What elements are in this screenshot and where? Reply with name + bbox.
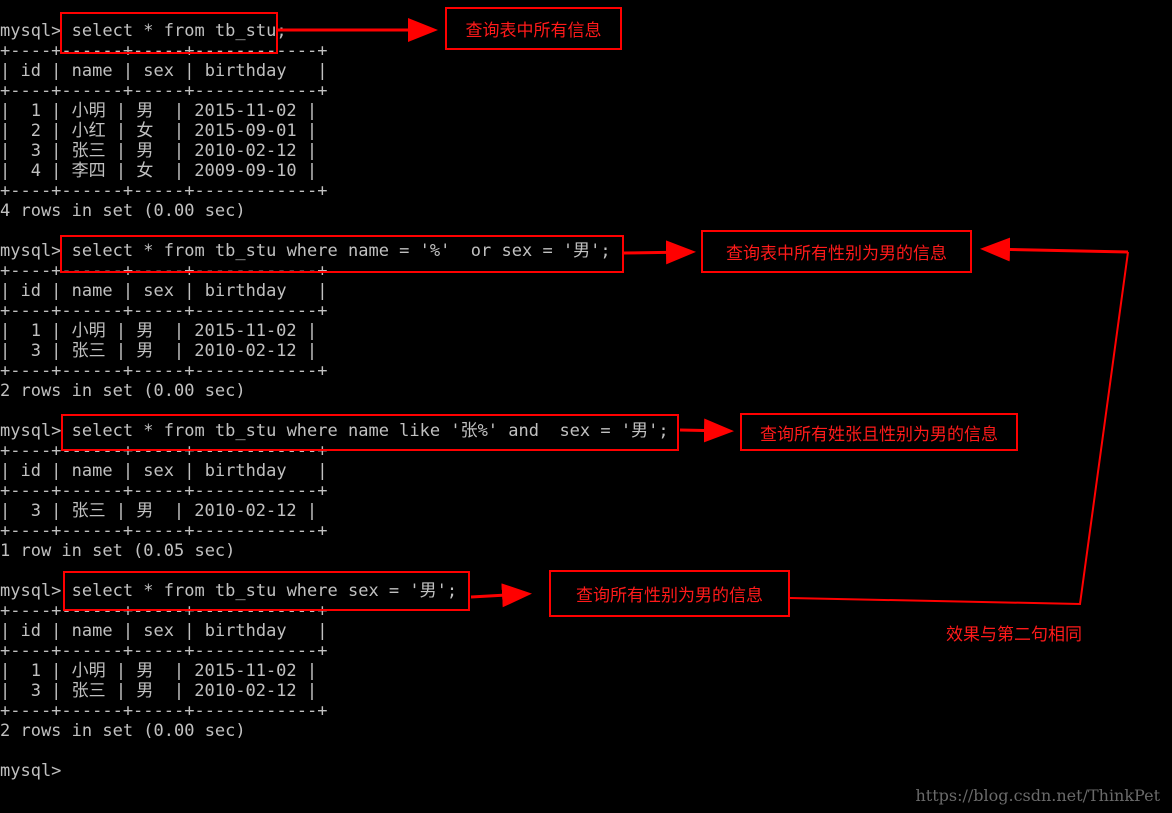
terminal-line: | id | name | sex | birthday | <box>0 61 328 81</box>
query-highlight-box <box>60 12 278 54</box>
terminal-line: 2 rows in set (0.00 sec) <box>0 721 246 741</box>
terminal-line: | 4 | 李四 | 女 | 2009-09-10 | <box>0 161 318 181</box>
terminal-line: | id | name | sex | birthday | <box>0 461 328 481</box>
terminal-line: | 2 | 小红 | 女 | 2015-09-01 | <box>0 121 318 141</box>
annotation-male-records: 查询表中所有性别为男的信息 <box>701 230 972 273</box>
terminal-line: | 3 | 张三 | 男 | 2010-02-12 | <box>0 501 318 521</box>
annotation-same-as-second: 效果与第二句相同 <box>946 625 1082 645</box>
terminal-line: +----+------+-----+------------+ <box>0 361 328 381</box>
terminal-line: 1 row in set (0.05 sec) <box>0 541 236 561</box>
terminal-line: | id | name | sex | birthday | <box>0 281 328 301</box>
annotation-all-records: 查询表中所有信息 <box>445 7 622 50</box>
terminal-line: | 3 | 张三 | 男 | 2010-02-12 | <box>0 141 318 161</box>
terminal-line: | id | name | sex | birthday | <box>0 621 328 641</box>
terminal-line: +----+------+-----+------------+ <box>0 81 328 101</box>
terminal-line: +----+------+-----+------------+ <box>0 701 328 721</box>
terminal-line: +----+------+-----+------------+ <box>0 641 328 661</box>
terminal-line: 4 rows in set (0.00 sec) <box>0 201 246 221</box>
query-highlight-box <box>63 571 470 611</box>
watermark-url: https://blog.csdn.net/ThinkPet <box>915 786 1160 805</box>
terminal-line: mysql> select * from tb_stu where name l… <box>0 421 669 441</box>
terminal-line: | 3 | 张三 | 男 | 2010-02-12 | <box>0 681 318 701</box>
query-highlight-box <box>61 414 679 451</box>
terminal-line: | 1 | 小明 | 男 | 2015-11-02 | <box>0 661 318 681</box>
terminal-line: mysql> select * from tb_stu where name =… <box>0 241 611 261</box>
terminal-line: | 3 | 张三 | 男 | 2010-02-12 | <box>0 341 318 361</box>
terminal-line: mysql> select * from tb_stu; <box>0 21 287 41</box>
terminal-line: | 1 | 小明 | 男 | 2015-11-02 | <box>0 321 318 341</box>
terminal-line: +----+------+-----+------------+ <box>0 181 328 201</box>
terminal-line: 2 rows in set (0.00 sec) <box>0 381 246 401</box>
terminal-line: +----+------+-----+------------+ <box>0 41 328 61</box>
terminal-line: +----+------+-----+------------+ <box>0 441 328 461</box>
query-highlight-box <box>60 235 624 273</box>
annotation-surname-zhang-male: 查询所有姓张且性别为男的信息 <box>740 413 1018 451</box>
terminal-line: +----+------+-----+------------+ <box>0 481 328 501</box>
terminal-line: | 1 | 小明 | 男 | 2015-11-02 | <box>0 101 318 121</box>
terminal-line: mysql> select * from tb_stu where sex = … <box>0 581 458 601</box>
annotation-all-male: 查询所有性别为男的信息 <box>549 570 790 617</box>
terminal-line: +----+------+-----+------------+ <box>0 521 328 541</box>
terminal-line: +----+------+-----+------------+ <box>0 601 328 621</box>
terminal-line: +----+------+-----+------------+ <box>0 301 328 321</box>
terminal-line: mysql> <box>0 761 62 781</box>
